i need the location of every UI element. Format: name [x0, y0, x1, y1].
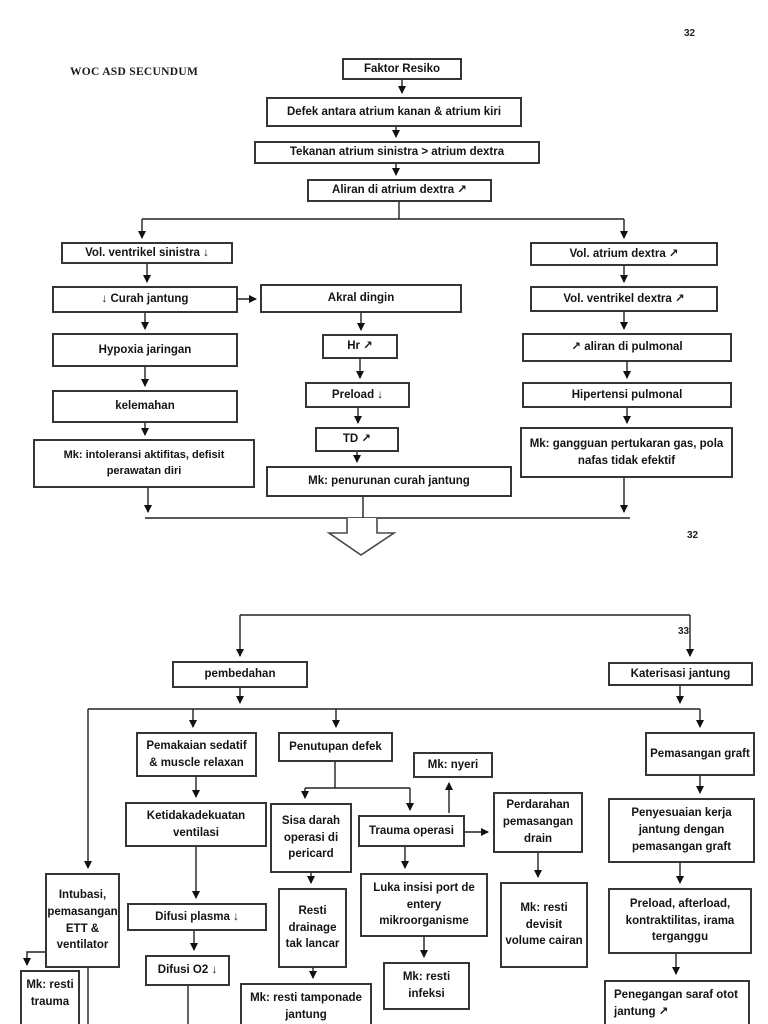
node-intubasi-ett: Intubasi, pemasangan ETT & ventilator — [45, 873, 120, 968]
page-number-section2: 33 — [678, 626, 690, 637]
node-preload-afterload: Preload, afterload, kontraktilitas, iram… — [608, 888, 752, 954]
node-defek-atrium: Defek antara atrium kanan & atrium kiri — [266, 97, 522, 127]
page-number-top: 32 — [684, 28, 696, 39]
node-hr: Hr ↗ — [322, 334, 398, 359]
node-penutupan-defek: Penutupan defek — [278, 732, 393, 762]
node-pemasangan-graft: Pemasangan graft — [645, 732, 755, 776]
node-mk-intoleransi: Mk: intoleransi aktifitas, defisit peraw… — [33, 439, 255, 488]
node-pembedahan: pembedahan — [172, 661, 308, 688]
node-penyesuaian-kerja: Penyesuaian kerja jantung dengan pemasan… — [608, 798, 755, 863]
node-td: TD ↗ — [315, 427, 399, 452]
node-mk-infeksi: Mk: resti infeksi — [383, 962, 470, 1010]
node-katerisasi-jantung: Katerisasi jantung — [608, 662, 753, 686]
node-hypoxia-jaringan: Hypoxia jaringan — [52, 333, 238, 367]
node-vol-ventrikel-dextra: Vol. ventrikel dextra ↗ — [530, 286, 718, 312]
node-preload: Preload ↓ — [305, 382, 410, 408]
node-tekanan-atrium: Tekanan atrium sinistra > atrium dextra — [254, 141, 540, 164]
node-vol-ventrikel-sinistra: Vol. ventrikel sinistra ↓ — [61, 242, 233, 264]
node-trauma-operasi: Trauma operasi — [358, 815, 465, 847]
node-akral-dingin: Akral dingin — [260, 284, 462, 313]
node-vol-atrium-dextra: Vol. atrium dextra ↗ — [530, 242, 718, 266]
node-faktor-resiko: Faktor Resiko — [342, 58, 462, 80]
node-aliran-pulmonal: ↗ aliran di pulmonal — [522, 333, 732, 362]
node-hipertensi-pulmonal: Hipertensi pulmonal — [522, 382, 732, 408]
node-kelemahan: kelemahan — [52, 390, 238, 423]
node-sisa-darah: Sisa darah operasi di pericard — [270, 803, 352, 873]
node-aliran-atrium-dextra: Aliran di atrium dextra ↗ — [307, 179, 492, 202]
node-resti-drainage: Resti drainage tak lancar — [278, 888, 347, 968]
node-mk-nyeri: Mk: nyeri — [413, 752, 493, 778]
node-mk-devisit-volume: Mk: resti devisit volume cairan — [500, 882, 588, 968]
node-difusi-o2: Difusi O2 ↓ — [145, 955, 230, 986]
node-difusi-plasma: Difusi plasma ↓ — [127, 903, 267, 931]
node-mk-gangguan-gas: Mk: gangguan pertukaran gas, pola nafas … — [520, 427, 733, 478]
node-penegangan-saraf: Penegangan saraf otot jantung ↗ — [604, 980, 750, 1024]
node-mk-tamponade: Mk: resti tamponade jantung — [240, 983, 372, 1024]
node-perdarahan-drain: Perdarahan pemasangan drain — [493, 792, 583, 853]
page-number-middle: 32 — [687, 530, 699, 541]
node-pemakaian-sedatif: Pemakaian sedatif & muscle relaxan — [136, 732, 257, 777]
page-title: WOC ASD SECUNDUM — [70, 66, 199, 78]
node-mk-penurunan-curah: Mk: penurunan curah jantung — [266, 466, 512, 497]
node-ketidakadekuatan-ventilasi: Ketidakadekuatan ventilasi — [125, 802, 267, 847]
node-mk-resti-trauma: Mk: resti trauma — [20, 970, 80, 1024]
node-curah-jantung: ↓ Curah jantung — [52, 286, 238, 313]
node-luka-insisi: Luka insisi port de entery mikroorganism… — [360, 873, 488, 937]
